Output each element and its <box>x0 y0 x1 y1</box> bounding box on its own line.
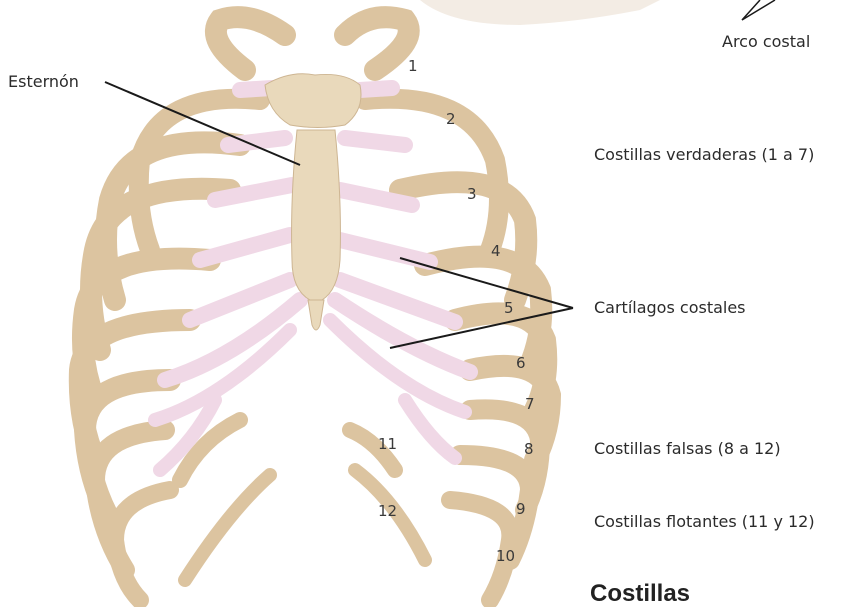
cartilage-right-4 <box>340 240 430 262</box>
rib-number-7: 7 <box>525 395 535 413</box>
rib-number-8: 8 <box>524 440 534 458</box>
rib-number-10: 10 <box>496 547 515 565</box>
cartilage-right-1 <box>360 88 392 90</box>
costillas-verdaderas-label: Costillas verdaderas (1 a 7) <box>594 145 814 164</box>
cartilage-left-4 <box>200 235 290 260</box>
sternum-body <box>292 130 341 300</box>
rib-number-5: 5 <box>504 299 514 317</box>
rib-number-9: 9 <box>516 500 526 518</box>
cartilage-right-2 <box>345 138 405 145</box>
section-heading: Costillas <box>590 580 690 608</box>
esternon-label: Esternón <box>8 72 79 91</box>
right-rib-1 <box>345 17 409 70</box>
arco-costal-pointer <box>742 0 775 20</box>
rib-number-6: 6 <box>516 354 526 372</box>
costillas-flotantes-label: Costillas flotantes (11 y 12) <box>594 512 815 531</box>
right-rib-3 <box>400 182 526 300</box>
top-fragment-shape <box>420 0 660 25</box>
manubrium <box>265 74 361 128</box>
costillas-falsas-label: Costillas falsas (8 a 12) <box>594 439 781 458</box>
rib-number-4: 4 <box>491 242 501 260</box>
rib-number-11: 11 <box>378 435 397 453</box>
rib-number-3: 3 <box>467 185 477 203</box>
left-ribs <box>80 17 285 600</box>
left-rib-12 <box>185 475 270 580</box>
arco-costal-label: Arco costal <box>722 32 810 51</box>
cartilagos-costales-label: Cartílagos costales <box>594 298 746 317</box>
rib-number-2: 2 <box>446 110 456 128</box>
left-rib-1 <box>216 17 285 70</box>
rib-number-12: 12 <box>378 502 397 520</box>
xiphoid-process <box>308 300 324 330</box>
left-rib-9 <box>115 490 170 600</box>
rib-number-1: 1 <box>408 57 418 75</box>
